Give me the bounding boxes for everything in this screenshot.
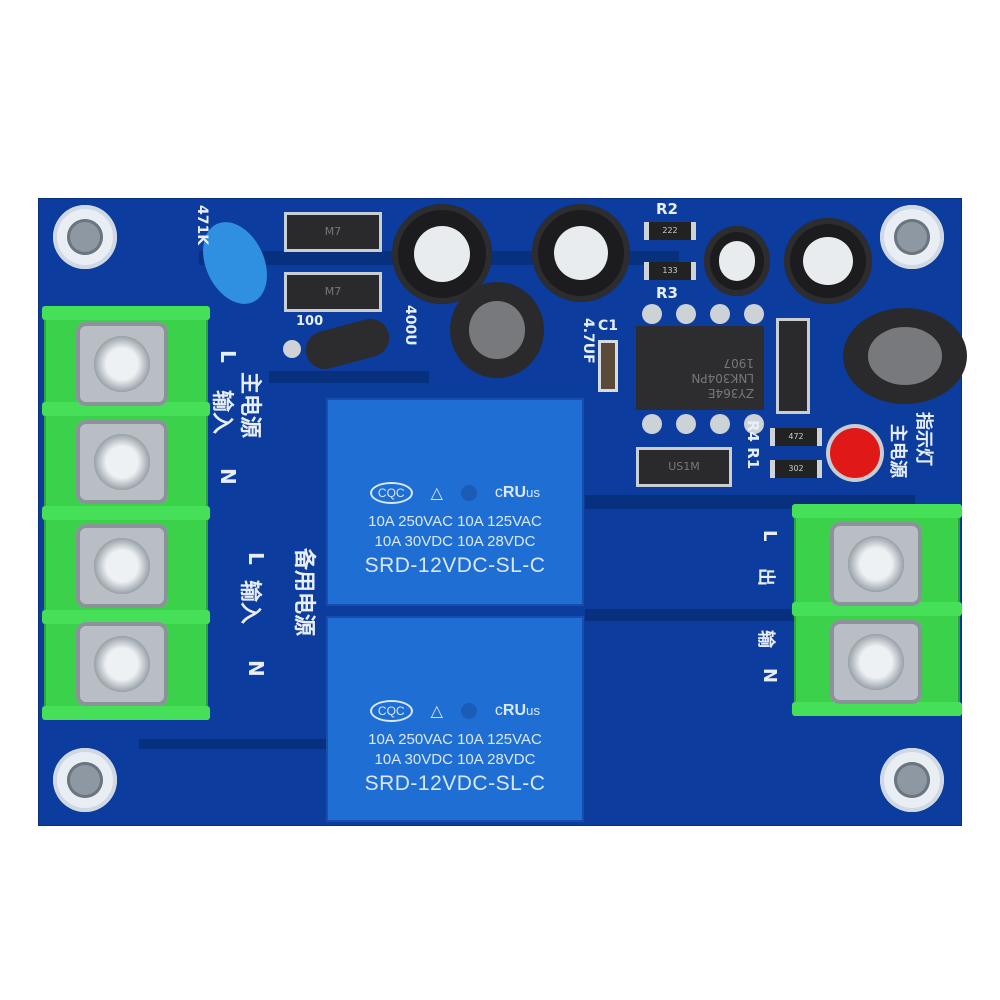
output-terminal-block <box>792 504 962 716</box>
capacitor-voltage-label: 400U <box>402 305 418 346</box>
pin-n-label: N <box>216 468 240 485</box>
capacitor-c1 <box>598 340 618 392</box>
backup-input-sub: 输入 <box>237 580 262 625</box>
resistor-code: 472 <box>788 432 804 441</box>
resistor-r2: 222 <box>644 222 696 240</box>
chip-pin <box>710 414 730 434</box>
inductor <box>450 282 544 378</box>
diode <box>776 318 810 414</box>
chip-pin <box>676 304 696 324</box>
mounting-hole <box>53 205 117 269</box>
resistor-r4: 472 <box>770 428 822 446</box>
r4-r1-label: R4 R1 <box>744 420 762 470</box>
ic-chip: ZY364E LNK304PN 1907 <box>636 326 764 410</box>
cert-c: c <box>494 702 503 719</box>
terminal-screw[interactable] <box>76 322 168 406</box>
c1-label: C1 <box>598 318 619 334</box>
main-input-sub: 输入 <box>209 390 234 435</box>
terminal-screw[interactable] <box>76 524 168 608</box>
chip-pin <box>710 304 730 324</box>
terminal-screw[interactable] <box>76 420 168 504</box>
warning-triangle-icon: △ <box>430 485 443 502</box>
solder-pad <box>283 340 301 358</box>
chip-pin <box>744 414 764 434</box>
pin-l-label: L <box>759 530 780 542</box>
terminal-screw[interactable] <box>830 522 922 606</box>
relay-dot <box>460 485 477 501</box>
pin-l-label: L <box>216 350 240 363</box>
relay-rating: 10A 30VDC 10A 28VDC <box>374 751 536 768</box>
cert-us: us <box>526 703 541 718</box>
chip-pin <box>676 414 696 434</box>
cert-c: c <box>494 484 503 501</box>
inductor <box>843 308 967 404</box>
r3-label: R3 <box>656 284 678 302</box>
diode-label: M7 <box>324 225 342 238</box>
chip-marking: 1907 <box>723 356 754 370</box>
relay-1: CQC △ cRUus 10A 250VAC 10A 125VAC 10A 30… <box>326 398 584 606</box>
electrolytic-capacitor <box>532 204 630 302</box>
relay-model: SRD-12VDC-SL-C <box>364 772 546 795</box>
resistor-code: 302 <box>788 464 804 473</box>
mounting-hole <box>53 748 117 812</box>
relay-model: SRD-12VDC-SL-C <box>364 554 546 577</box>
capacitor-value-label: 4.7UF <box>580 318 596 364</box>
varistor-label: 471K <box>194 205 210 246</box>
chip-marking: LNK304PN <box>691 371 754 385</box>
pcb-trace <box>269 371 429 383</box>
chip-pin <box>642 304 662 324</box>
ul-mark: RU <box>502 702 526 719</box>
output-label: 输 <box>755 630 776 648</box>
pin-n-label: N <box>244 660 268 677</box>
diode-label: M7 <box>324 285 342 298</box>
indicator-label: 指示灯 <box>913 412 934 466</box>
input-terminal-block <box>42 306 210 720</box>
resistor-code: 222 <box>662 226 678 235</box>
resistor-label: 100 <box>296 314 324 329</box>
indicator-label: 主电源 <box>887 424 908 478</box>
electrolytic-capacitor <box>392 204 492 304</box>
relay-rating: 10A 250VAC 10A 125VAC <box>368 513 542 530</box>
diode: M7 <box>284 212 382 252</box>
resistor-r1: 302 <box>770 460 822 478</box>
resistor-code: 133 <box>662 266 678 275</box>
mounting-hole <box>880 205 944 269</box>
backup-input-title: 备用电源 <box>291 548 316 637</box>
chip-pin <box>642 414 662 434</box>
chip-marking: ZY364E <box>707 386 754 400</box>
relay-2: CQC △ cRUus 10A 250VAC 10A 125VAC 10A 30… <box>326 616 584 822</box>
warning-triangle-icon: △ <box>430 703 443 720</box>
cqc-mark: CQC <box>369 700 413 722</box>
electrolytic-capacitor <box>784 218 872 304</box>
pin-l-label: L <box>244 552 268 565</box>
r2-label: R2 <box>656 200 678 218</box>
pcb-trace <box>139 739 329 749</box>
mounting-hole <box>880 748 944 812</box>
main-input-title: 主电源 <box>237 372 262 439</box>
output-label: 出 <box>755 568 776 586</box>
relay-rating: 10A 30VDC 10A 28VDC <box>374 533 536 550</box>
cert-us: us <box>526 485 541 500</box>
chip-pin <box>744 304 764 324</box>
bridge-label: US1M <box>668 460 700 473</box>
relay-rating: 10A 250VAC 10A 125VAC <box>368 731 542 748</box>
terminal-screw[interactable] <box>76 622 168 706</box>
resistor-r3: 133 <box>644 262 696 280</box>
relay-dot <box>460 703 477 719</box>
bridge-rectifier: US1M <box>636 447 732 487</box>
electrolytic-capacitor <box>704 226 770 296</box>
power-indicator-led <box>830 428 880 478</box>
cqc-mark: CQC <box>369 482 413 504</box>
pin-n-label: N <box>759 668 780 684</box>
diode: M7 <box>284 272 382 312</box>
ul-mark: RU <box>502 484 526 501</box>
terminal-screw[interactable] <box>830 620 922 704</box>
